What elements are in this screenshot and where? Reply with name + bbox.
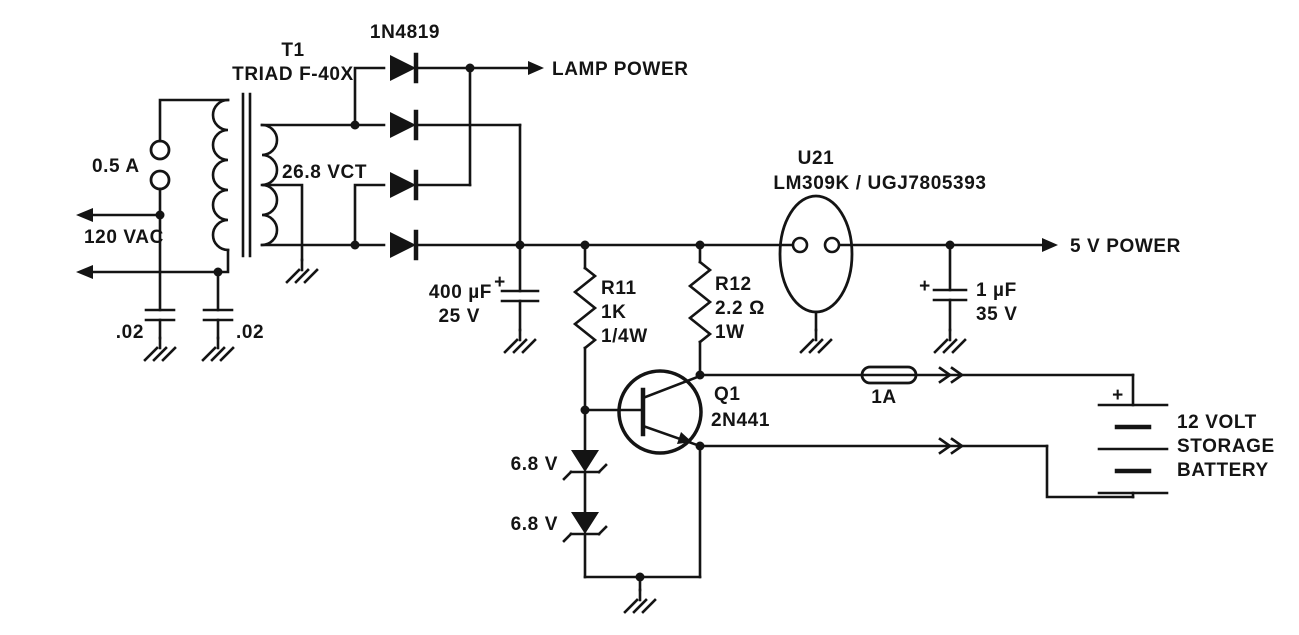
label-r11-value: 1K [601,302,627,323]
diode-icon [390,52,419,84]
label-zener-bottom: 6.8 V [511,514,558,535]
resistor-r12-icon [687,243,713,377]
zener-top-icon [562,450,608,514]
label-output-cap-plus: + [919,276,931,297]
label-q1-ref: Q1 [714,384,741,405]
diode-icon [390,229,419,261]
label-cap-02-right: .02 [236,322,264,343]
label-t1-part: TRIAD F-40X [232,64,354,85]
transistor-q1-icon [580,369,705,579]
label-battery-line1: 12 VOLT [1177,412,1257,433]
connector-chevron-icon [938,366,953,384]
label-main-cap-voltage: 25 V [439,306,481,327]
label-main-cap-value: 400 µF [429,282,492,303]
zener-bottom-icon [562,512,608,579]
ac-arrow-top-icon [76,208,93,222]
label-battery-line2: STORAGE [1177,436,1275,457]
label-t1-ref: T1 [281,40,304,61]
battery-charge-path [698,365,1135,499]
cap-400uf-icon [500,243,540,332]
main-bus [414,238,1058,252]
transformer-t1 [211,66,386,284]
regulator-u21-icon [778,194,854,332]
label-output-cap-value: 1 µF [976,280,1017,301]
cap-02-right-icon [202,308,234,340]
five-v-arrow-icon [1042,238,1058,252]
fuse-0p5a-icon [149,139,171,191]
primary-winding-icon [211,98,230,252]
ac-arrow-bottom-icon [76,265,93,279]
label-secondary-rating: 26.8 VCT [282,162,367,183]
battery-icon [1097,373,1169,499]
label-ac-input: 120 VAC [84,227,164,248]
label-r11-power: 1/4W [601,326,648,347]
label-cap-02-left: .02 [116,322,144,343]
resistor-r11-icon [572,243,598,452]
label-lamp-power: LAMP POWER [552,59,689,80]
diode-icon [390,169,419,201]
label-diode-part: 1N4819 [370,22,440,43]
label-main-cap-plus: + [494,272,506,293]
label-battery-plus: + [1112,385,1124,406]
rectifier-diodes [390,52,544,261]
label-battery-fuse: 1A [871,387,897,408]
emitter-ground-rail [583,572,702,592]
connector-chevron-icon [950,437,965,455]
lamp-arrow-icon [528,61,544,75]
label-battery-line3: BATTERY [1177,460,1269,481]
label-primary-fuse: 0.5 A [92,156,140,177]
fuse-1a-icon [860,365,918,385]
cap-02-left-icon [144,308,176,340]
label-u21-part: LM309K / UGJ7805393 [773,173,986,194]
label-u21-ref: U21 [798,148,835,169]
connector-chevron-icon [938,437,953,455]
primary-circuit [76,98,235,362]
connector-chevron-icon [950,366,965,384]
label-output-cap-voltage: 35 V [976,304,1018,325]
label-r12-power: 1W [715,322,745,343]
label-q1-part: 2N441 [711,410,770,431]
emitter-arrow-icon [677,432,692,444]
label-r12-ref: R12 [715,274,752,295]
label-zener-top: 6.8 V [511,454,558,475]
label-r12-value: 2.2 Ω [715,298,765,319]
label-r11-ref: R11 [601,278,637,299]
cap-1uf-icon [932,243,968,332]
label-five-v-power: 5 V POWER [1070,236,1181,257]
diode-icon [390,109,419,141]
